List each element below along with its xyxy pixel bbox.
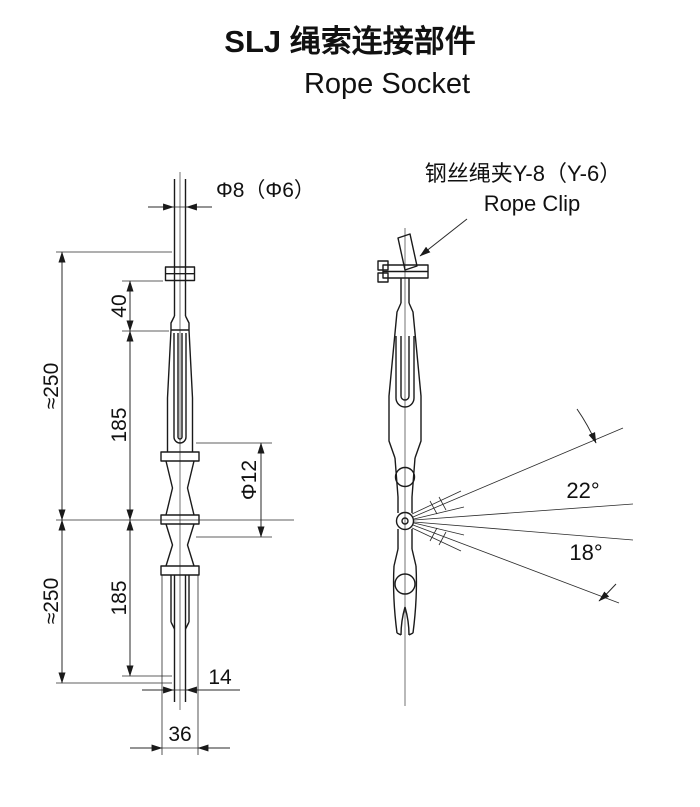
left-flange-top bbox=[160, 451, 200, 462]
dim-label-phi12: Φ12 bbox=[238, 460, 261, 500]
dim-label-250-upper: ≈250 bbox=[40, 363, 63, 410]
left-rope-loop-inner bbox=[177, 333, 183, 440]
right-upper-eye-hole bbox=[394, 466, 416, 488]
page-title-en: Rope Socket bbox=[304, 68, 470, 100]
right-lower-eye-sides bbox=[393, 548, 417, 567]
left-rope-loop-outer bbox=[173, 333, 187, 444]
left-rope-clamp bbox=[164, 266, 196, 282]
right-rope-upper bbox=[400, 278, 410, 303]
angle-label-22: 22° bbox=[566, 478, 599, 503]
right-bottom-fork bbox=[392, 565, 418, 636]
dim-label-36: 36 bbox=[168, 723, 191, 746]
right-upper-link bbox=[397, 497, 413, 513]
right-socket-body bbox=[388, 302, 422, 459]
right-view: 钢丝绳夹Y-8（Y-6） Rope Clip 22° 18° bbox=[377, 161, 634, 706]
page-title-zh: SLJ 绳索连接部件 bbox=[224, 24, 475, 59]
rope-clip-label-zh: 钢丝绳夹Y-8（Y-6） bbox=[425, 161, 621, 186]
ext-lines-width-36 bbox=[161, 575, 199, 755]
right-lower-link bbox=[397, 529, 413, 549]
clevis-fork-hatching bbox=[429, 496, 447, 546]
rope-clip-assembly bbox=[377, 260, 429, 283]
rope-clip-label-en: Rope Clip bbox=[484, 191, 581, 216]
swing-line-lower-inner bbox=[413, 521, 634, 541]
right-bent-rope-end bbox=[397, 233, 418, 271]
rope-clip-leader-arrow bbox=[419, 218, 468, 257]
swing-line-lower-outer bbox=[412, 524, 620, 604]
dim-label-14: 14 bbox=[208, 666, 232, 689]
left-lower-rod bbox=[173, 575, 187, 702]
right-rope-loop-inner bbox=[400, 336, 410, 401]
angle-label-18: 18° bbox=[569, 540, 602, 565]
left-socket-body bbox=[166, 315, 194, 452]
rope-clip-nut-upper bbox=[377, 260, 389, 271]
title-block: SLJ 绳索连接部件 Rope Socket bbox=[224, 24, 475, 100]
swing-line-upper-outer bbox=[412, 427, 624, 518]
left-upper-rope bbox=[173, 179, 187, 316]
clevis-fork-lines bbox=[411, 490, 465, 552]
right-rope-loop-outer bbox=[395, 336, 415, 408]
swing-arc-upper bbox=[576, 408, 597, 444]
swing-arc-lower bbox=[598, 583, 617, 602]
rope-clip-nut-lower bbox=[377, 272, 389, 283]
dim-label-40: 40 bbox=[108, 294, 131, 317]
left-spool-upper bbox=[165, 460, 195, 516]
pivot-pin-outer bbox=[395, 511, 415, 531]
left-lower-sleeve bbox=[170, 575, 190, 630]
right-lower-eye-hole bbox=[394, 573, 416, 595]
left-view: Φ8（Φ6） 40 185 ≈250 Φ12 185 ≈250 14 36 bbox=[40, 172, 315, 755]
dim-label-250-lower: ≈250 bbox=[40, 578, 63, 625]
dim-label-185-upper: 185 bbox=[108, 407, 131, 442]
right-upper-eye-sides bbox=[394, 457, 416, 498]
pivot-pin-inner bbox=[401, 517, 409, 525]
dim-label-185-lower: 185 bbox=[108, 580, 131, 615]
dim-label-rope-diameter: Φ8（Φ6） bbox=[216, 179, 315, 202]
left-flange-middle bbox=[160, 514, 200, 525]
left-flange-bottom bbox=[160, 565, 200, 576]
left-spool-lower bbox=[165, 523, 195, 567]
clevis-fork bbox=[411, 490, 465, 552]
swing-line-upper-inner bbox=[413, 503, 634, 521]
